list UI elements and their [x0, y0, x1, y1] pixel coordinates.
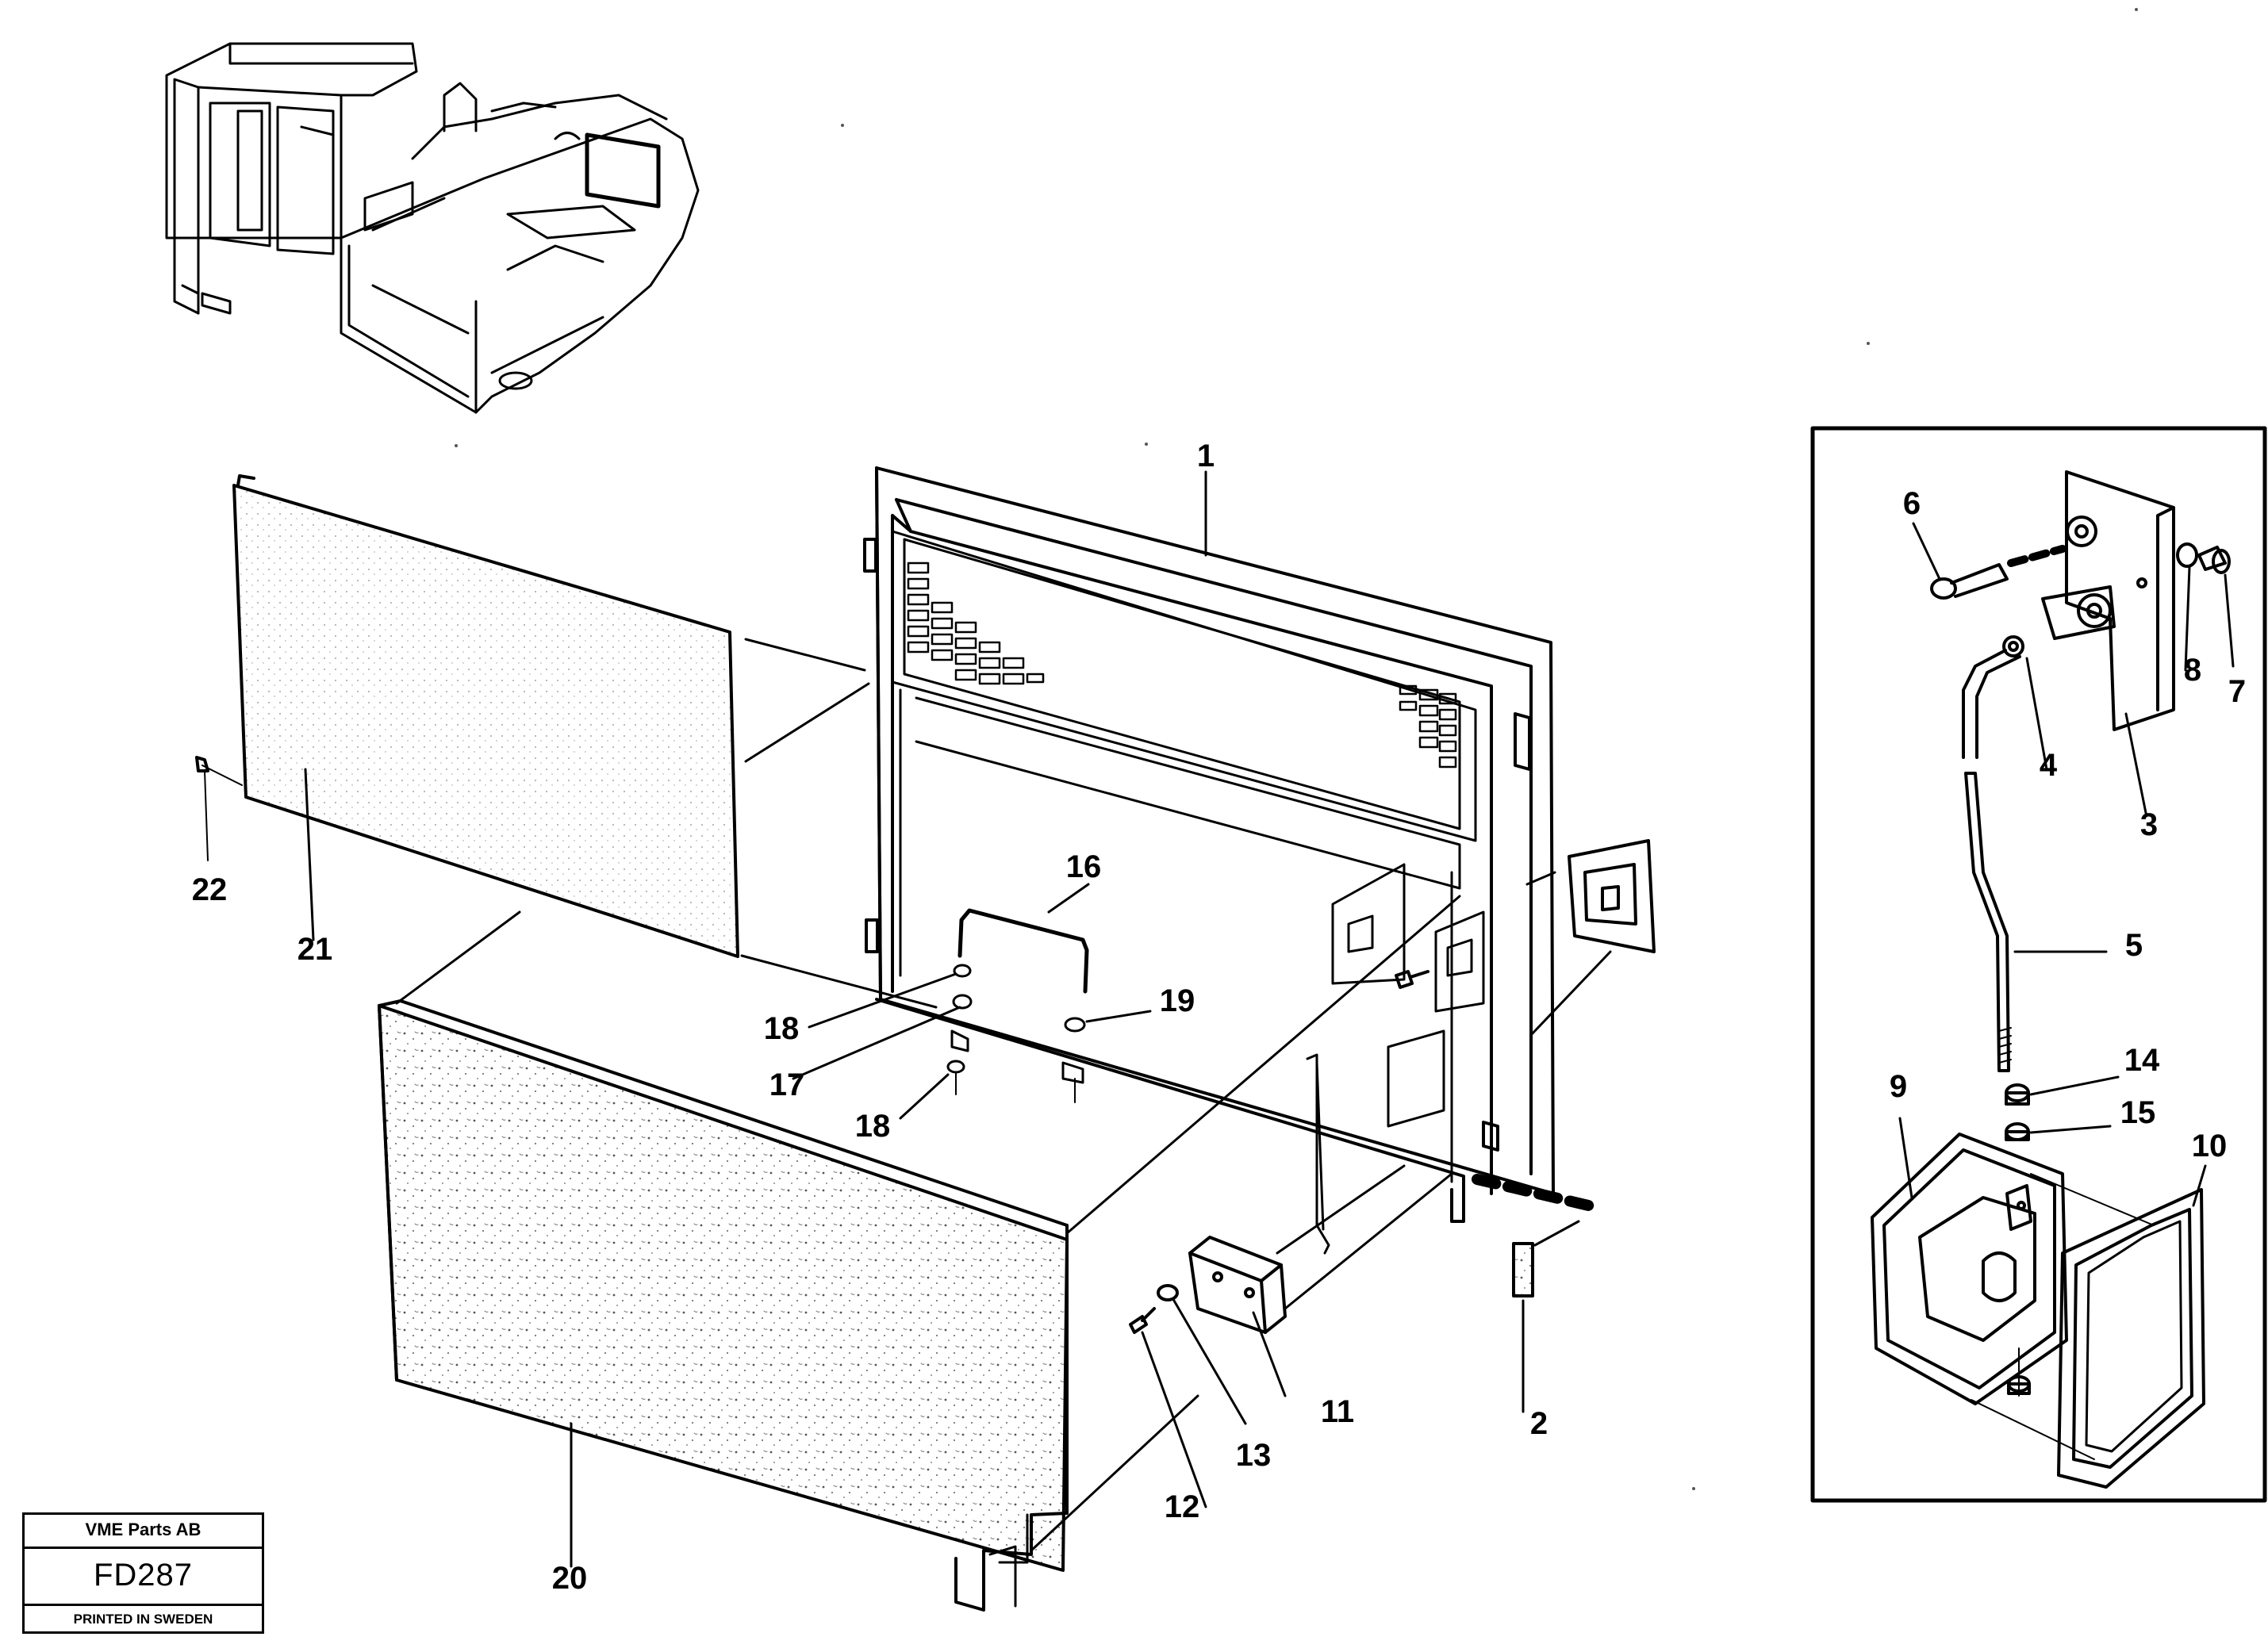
callout-11: 11: [1320, 1394, 1355, 1429]
callout-6: 6: [1902, 486, 1921, 521]
callout-15: 15: [2120, 1095, 2156, 1130]
part-4-ball-joint: [2002, 635, 2024, 657]
part-9-lock-housing: [1871, 1133, 2068, 1405]
printed-in-note: PRINTED IN SWEDEN: [73, 1612, 213, 1627]
part-18-19-bushings: [946, 964, 1086, 1103]
callout-19: 19: [1159, 983, 1195, 1018]
part-7-bolt: [2197, 546, 2231, 574]
callout-4: 4: [2039, 748, 2058, 783]
callout-18: 18: [763, 1011, 800, 1046]
door-latch-bracket: [1331, 863, 1485, 1128]
scan-specks: [455, 8, 2138, 1490]
assembly-line: [395, 910, 521, 1005]
part-15-washer: [2005, 1122, 2030, 1141]
drawing-code: FD287: [93, 1558, 194, 1593]
assembly-line: [1971, 1399, 2095, 1460]
callout-3: 3: [2139, 807, 2159, 842]
callout-8: 8: [2183, 653, 2202, 688]
part-22-screw: [195, 756, 243, 861]
part-3-lock-plate: [2041, 470, 2175, 731]
callout-13: 13: [1235, 1438, 1272, 1473]
part-1-door-frame: [863, 466, 1555, 1223]
latch-rod: [1306, 1053, 1330, 1255]
callout-9: 9: [1889, 1069, 1908, 1104]
callout-16: 16: [1065, 849, 1102, 884]
part-20-insulation-block: [378, 999, 1069, 1612]
callout-10: 10: [2191, 1129, 2228, 1163]
latch-screw: [1395, 970, 1429, 989]
assembly-line: [1284, 1172, 1453, 1310]
assembly-line: [1065, 895, 1461, 1235]
part-11-latch-block: [1188, 1236, 1287, 1334]
part-6-bolt: [1930, 545, 2067, 600]
company-name: VME Parts AB: [85, 1520, 201, 1539]
part-5-rod: [1962, 649, 2021, 1072]
assembly-line: [740, 954, 938, 1009]
part-12-screw: [1129, 1307, 1156, 1334]
title-block-divider: [25, 1547, 262, 1549]
hinge-block: [1525, 839, 1656, 1037]
part-21-cover-panel: [232, 474, 739, 958]
assembly-line: [744, 682, 870, 763]
callout-7: 7: [2228, 674, 2247, 709]
callout-17: 17: [769, 1067, 805, 1102]
grille-vent-slots: [907, 562, 1457, 769]
detail-inset-box: [1810, 426, 2267, 1503]
part-2-spacer: [1472, 1174, 1604, 1297]
part-10-gasket: [2057, 1188, 2205, 1489]
title-block-divider: [25, 1604, 262, 1606]
callout-21: 21: [297, 932, 333, 967]
callout-12: 12: [1164, 1489, 1200, 1524]
callout-2: 2: [1529, 1406, 1548, 1441]
part-8-washer: [2176, 542, 2198, 568]
callout-5: 5: [2124, 928, 2143, 963]
callout-14: 14: [2124, 1043, 2160, 1078]
machine-overview-illustration: [165, 42, 700, 414]
callout-18: 18: [854, 1109, 891, 1144]
assembly-line: [1030, 1394, 1199, 1552]
part-16-handle: [957, 908, 1089, 994]
assembly-line: [744, 638, 866, 672]
assembly-line: [1276, 1164, 1406, 1255]
callout-22: 22: [191, 872, 228, 907]
part-14-nut: [2005, 1083, 2030, 1106]
callout-20: 20: [551, 1561, 588, 1596]
part-13-washer: [1157, 1284, 1179, 1301]
callout-1: 1: [1196, 439, 1215, 473]
drawing-title-block: VME Parts AB FD287 PRINTED IN SWEDEN: [22, 1512, 264, 1634]
leader-lines: [304, 470, 2235, 1568]
assembly-line: [2030, 1173, 2155, 1226]
